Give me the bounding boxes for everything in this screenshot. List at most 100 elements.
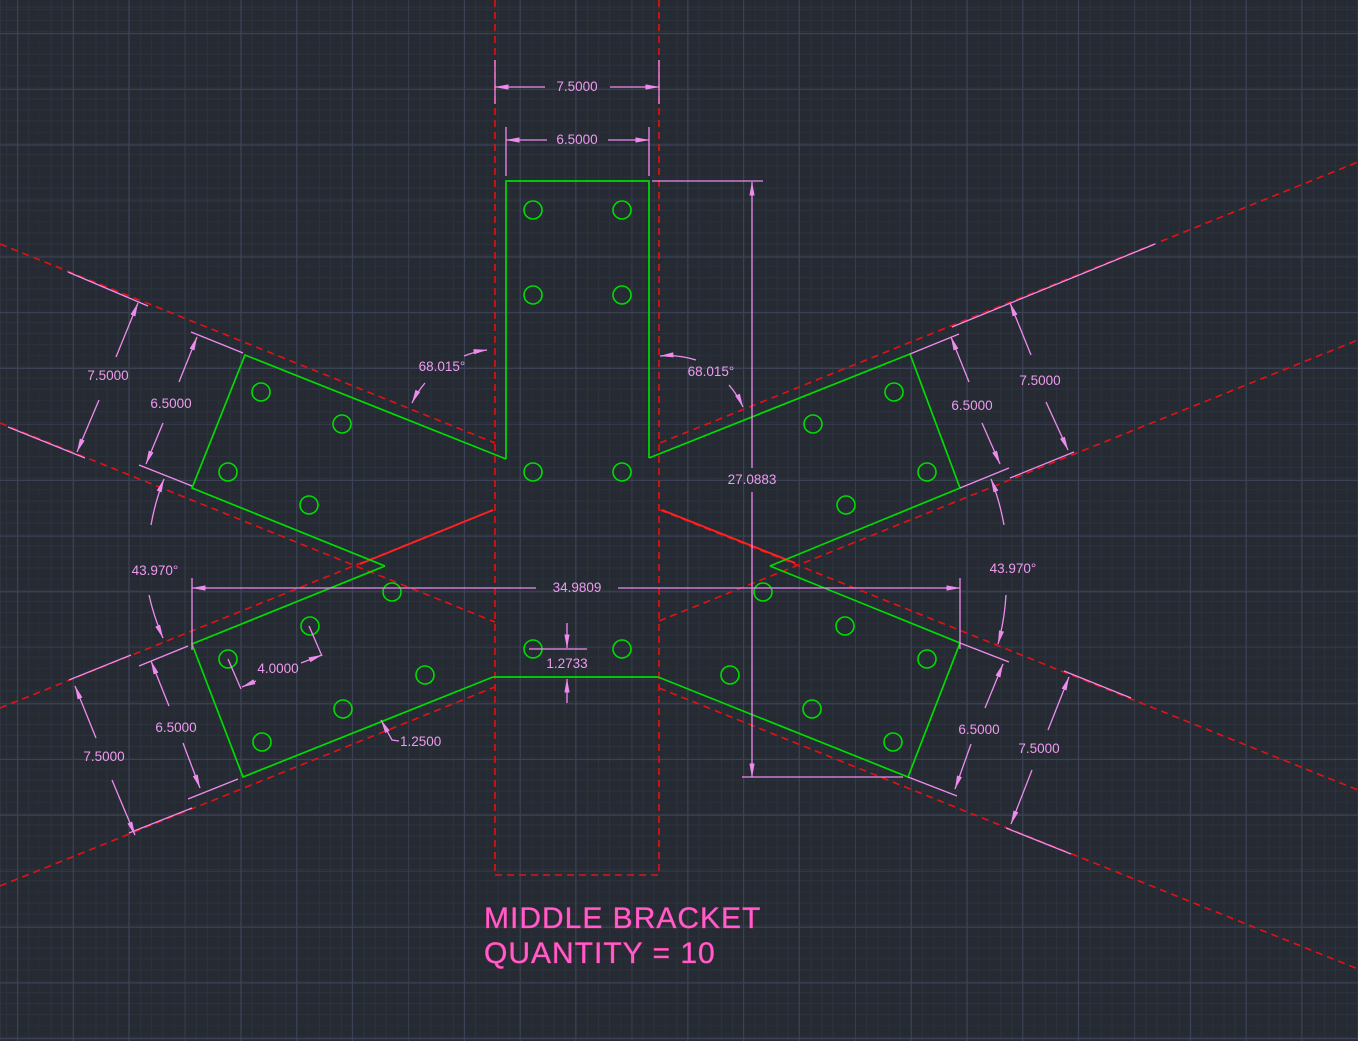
- angle-arc: [990, 478, 1005, 526]
- ext-line: [308, 625, 323, 657]
- dim-label-angle-upper-right: 68.015°: [688, 364, 735, 379]
- drawing-title: MIDDLE BRACKET: [484, 902, 761, 935]
- dim-label-ur-member-width: 7.5000: [1019, 373, 1060, 388]
- ext-line: [187, 778, 239, 800]
- dim-label-lr-member-width: 7.5000: [1018, 741, 1059, 756]
- bolt-hole: [332, 414, 352, 434]
- brace-b-workline-solid: [661, 509, 796, 564]
- bolt-hole: [917, 649, 937, 669]
- lower-left-gusset-outline: [190, 565, 494, 779]
- bolt-hole: [251, 382, 271, 402]
- dim-label-overall-span: 34.9809: [553, 580, 602, 595]
- dim-line: [74, 685, 97, 739]
- dim-line: [150, 660, 170, 707]
- title-block: MIDDLE BRACKET QUANTITY = 10: [484, 902, 761, 971]
- angle-arc: [463, 349, 488, 357]
- bolt-hole: [753, 582, 773, 602]
- dim-label-ll-plate-width: 6.5000: [155, 720, 196, 735]
- bolt-hole: [836, 495, 856, 515]
- dim-label-top-member-width: 7.5000: [556, 79, 597, 94]
- dim-line: [954, 743, 972, 790]
- dim-label-overall-height: 27.0883: [728, 472, 777, 487]
- center-plate-outline: [505, 180, 650, 459]
- dim-line: [984, 663, 1004, 709]
- ext-line: [68, 654, 132, 681]
- ext-line: [227, 658, 242, 690]
- ext-line: [1009, 451, 1075, 479]
- dim-line: [1047, 676, 1070, 731]
- ext-line: [1005, 827, 1072, 855]
- bolt-hole: [299, 495, 319, 515]
- upper-left-gusset-outline: [190, 353, 507, 567]
- dim-line: [178, 336, 198, 383]
- angle-arc: [728, 384, 744, 408]
- brace-a-lower-edge-left: [0, 686, 496, 887]
- ext-line: [138, 464, 193, 487]
- angle-arc: [659, 352, 697, 361]
- angle-arc: [997, 594, 1007, 645]
- construction-lines: [0, 0, 1358, 970]
- dim-line: [1009, 302, 1032, 356]
- dim-line: [76, 399, 100, 453]
- ext-line: [67, 271, 149, 307]
- angle-arc: [148, 594, 164, 639]
- bolt-hole: [720, 665, 740, 685]
- dim-line: [241, 679, 257, 688]
- dim-line: [300, 654, 323, 664]
- dim-label-ur-plate-width: 6.5000: [951, 398, 992, 413]
- bolt-hole: [333, 699, 353, 719]
- ext-line: [959, 467, 1010, 489]
- dim-line: [950, 336, 970, 383]
- drawing-quantity: QUANTITY = 10: [484, 937, 716, 970]
- bolt-hole: [917, 462, 937, 482]
- ext-line: [1063, 670, 1132, 699]
- dim-label-top-plate-width: 6.5000: [556, 132, 597, 147]
- dim-label-ul-member-width: 7.5000: [87, 368, 128, 383]
- dim-label-angle-upper-left: 68.015°: [419, 359, 466, 374]
- bolt-hole: [252, 732, 272, 752]
- dim-label-lr-plate-width: 6.5000: [958, 722, 999, 737]
- dimension-lines: [74, 84, 1070, 836]
- ext-line: [190, 331, 244, 354]
- dim-line: [182, 742, 201, 789]
- angle-arc: [150, 478, 165, 526]
- ext-line: [951, 243, 1156, 328]
- bolt-hole: [218, 649, 238, 669]
- dim-line: [981, 422, 1001, 465]
- dim-label-brace-angle-left: 43.970°: [132, 563, 179, 578]
- bolt-hole: [612, 285, 632, 305]
- dimension-labels: 7.5000 6.5000 27.0883 34.9809 68.015° 68…: [83, 79, 1060, 764]
- brace-a-workline-solid: [359, 509, 494, 565]
- brace-a-lower-edge-right: [658, 339, 1358, 622]
- bolt-hole: [612, 200, 632, 220]
- dim-label-ll-member-width: 7.5000: [83, 749, 124, 764]
- ext-line: [959, 642, 1010, 663]
- bolt-holes: [218, 200, 937, 752]
- bolt-hole: [218, 462, 238, 482]
- dim-label-ul-plate-width: 6.5000: [150, 396, 191, 411]
- brace-b-workline-left: [0, 243, 496, 444]
- ext-line: [128, 807, 193, 834]
- dim-label-brace-angle-right: 43.970°: [990, 561, 1037, 576]
- ext-line: [138, 645, 189, 667]
- bolt-hole: [883, 732, 903, 752]
- dim-line: [115, 302, 139, 358]
- dim-label-brace-edge-offset: 1.2500: [400, 734, 441, 749]
- dim-line: [145, 422, 164, 465]
- bolt-hole: [803, 414, 823, 434]
- bracket-geometry: [190, 180, 962, 779]
- bolt-hole: [612, 462, 632, 482]
- lower-right-gusset-outline: [657, 565, 962, 779]
- bolt-hole: [884, 382, 904, 402]
- ext-line: [7, 426, 86, 459]
- bolt-hole: [382, 582, 402, 602]
- bolt-hole: [612, 639, 632, 659]
- dim-line: [1010, 769, 1033, 825]
- bolt-hole: [802, 699, 822, 719]
- brace-b-lower-edge-left: [0, 422, 496, 623]
- leader-line: [380, 719, 400, 742]
- bolt-hole: [835, 616, 855, 636]
- bolt-hole: [523, 462, 543, 482]
